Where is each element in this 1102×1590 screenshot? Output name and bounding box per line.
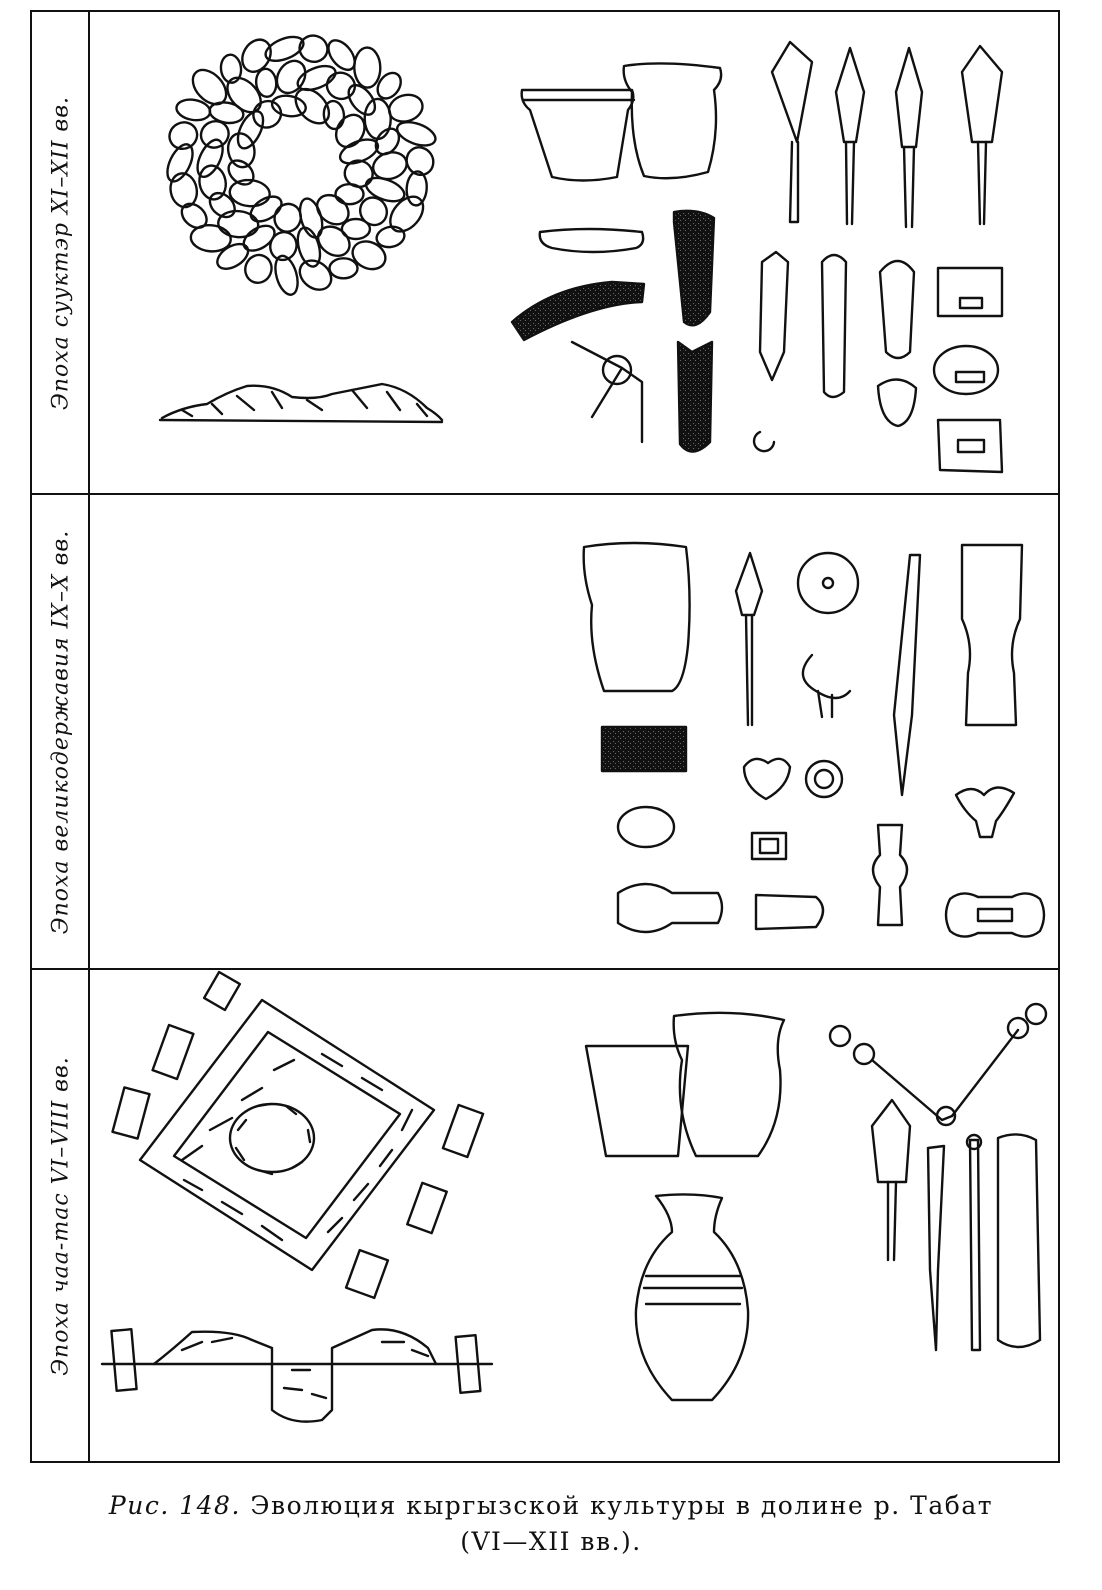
ring-stone <box>196 138 224 179</box>
ring-stone <box>208 191 236 219</box>
ring-stone <box>252 99 283 129</box>
ring-stone <box>343 159 374 188</box>
chaa-tas-artifacts-drawing <box>100 970 1048 1423</box>
ring-stone <box>327 39 356 72</box>
ring-stone <box>236 110 265 150</box>
arrowhead <box>734 551 764 727</box>
ring-stone <box>242 224 276 252</box>
kurgan-section-profile <box>100 1328 494 1423</box>
ring-stone <box>226 76 262 114</box>
ring-stone <box>208 101 245 125</box>
ring-stone <box>189 224 232 253</box>
ring-stone <box>298 259 333 291</box>
ring-stone <box>316 225 351 257</box>
ring-stone <box>372 151 408 181</box>
row-chaa-tas-epoch: Эпоха чаа-тас VI–VIII вв. <box>32 970 1058 1461</box>
ring-stone <box>241 38 272 73</box>
ring-stone <box>217 209 260 239</box>
ring-stone <box>322 99 346 131</box>
ring-stone <box>347 83 377 116</box>
ring-stone <box>166 143 194 183</box>
ring-stone <box>376 71 402 100</box>
ring-stone <box>274 254 299 296</box>
ring-stone <box>405 170 428 207</box>
arrowheads <box>770 40 1004 229</box>
ring-stone <box>364 176 406 203</box>
ring-stone <box>351 240 387 271</box>
ring-stone <box>328 257 359 280</box>
belt-fittings <box>510 209 1004 474</box>
ring-stone <box>296 64 337 92</box>
ring-stone <box>244 253 273 284</box>
ring-stone <box>405 146 435 177</box>
great-power-artifacts-drawing <box>582 541 1046 938</box>
stone-ring-kurgan-plan <box>166 34 437 296</box>
ring-stone <box>358 196 389 227</box>
row-suukter-epoch: Эпоха сууктэр XI–XII вв. <box>32 12 1058 495</box>
figure-caption: Рис. 148. Эволюция кыргызской культуры в… <box>0 1488 1102 1560</box>
ring-stone <box>216 242 250 270</box>
ring-stone <box>353 46 382 89</box>
ring-stone <box>168 121 199 151</box>
ring-stone <box>219 53 243 84</box>
ring-stone <box>298 34 329 63</box>
row-great-power-epoch: Эпоха великодержавия IX–X вв. <box>32 495 1058 970</box>
ring-stone <box>249 195 283 223</box>
caption-line-2: (VI—XII вв.). <box>460 1527 642 1556</box>
row-label-cell: Эпоха чаа-тас VI–VIII вв. <box>32 970 90 1461</box>
ring-stone <box>325 71 357 101</box>
figure-number: Рис. 148. <box>108 1491 241 1520</box>
row-label-cell: Эпоха великодержавия IX–X вв. <box>32 495 90 968</box>
ring-stone <box>228 178 271 208</box>
ring-stone <box>395 120 437 147</box>
clay-vessels <box>520 62 723 182</box>
horse-bit <box>828 1002 1048 1127</box>
ornaments <box>600 543 1046 938</box>
ring-stone <box>334 113 366 149</box>
ring-stone <box>269 230 298 262</box>
weapons <box>870 1098 1042 1352</box>
ring-stone <box>363 97 392 141</box>
ring-stone <box>198 164 227 201</box>
ring-stone <box>374 127 401 156</box>
ring-stone <box>180 202 208 229</box>
ring-stone <box>169 172 199 209</box>
ring-stone <box>270 94 307 118</box>
vessel <box>582 541 691 693</box>
kurgan-profile <box>158 382 444 424</box>
ring-stone <box>275 59 307 95</box>
suukter-artifacts-drawing <box>158 34 1004 474</box>
clay-vessels <box>584 1011 786 1402</box>
square-kurgan-plan <box>111 970 485 1300</box>
ring-stone <box>389 195 425 233</box>
ring-stone <box>315 193 350 226</box>
ring-stone <box>340 217 372 241</box>
ring-stone <box>375 225 406 249</box>
ring-stone <box>199 119 230 149</box>
caption-title: Эволюция кыргызской культуры в долине р.… <box>250 1491 994 1520</box>
row-label-cell: Эпоха сууктэр XI–XII вв. <box>32 12 90 493</box>
caption-line-1: Рис. 148. Эволюция кыргызской культуры в… <box>0 1488 1102 1524</box>
figure-plate: Эпоха сууктэр XI–XII вв. <box>30 10 1060 1463</box>
